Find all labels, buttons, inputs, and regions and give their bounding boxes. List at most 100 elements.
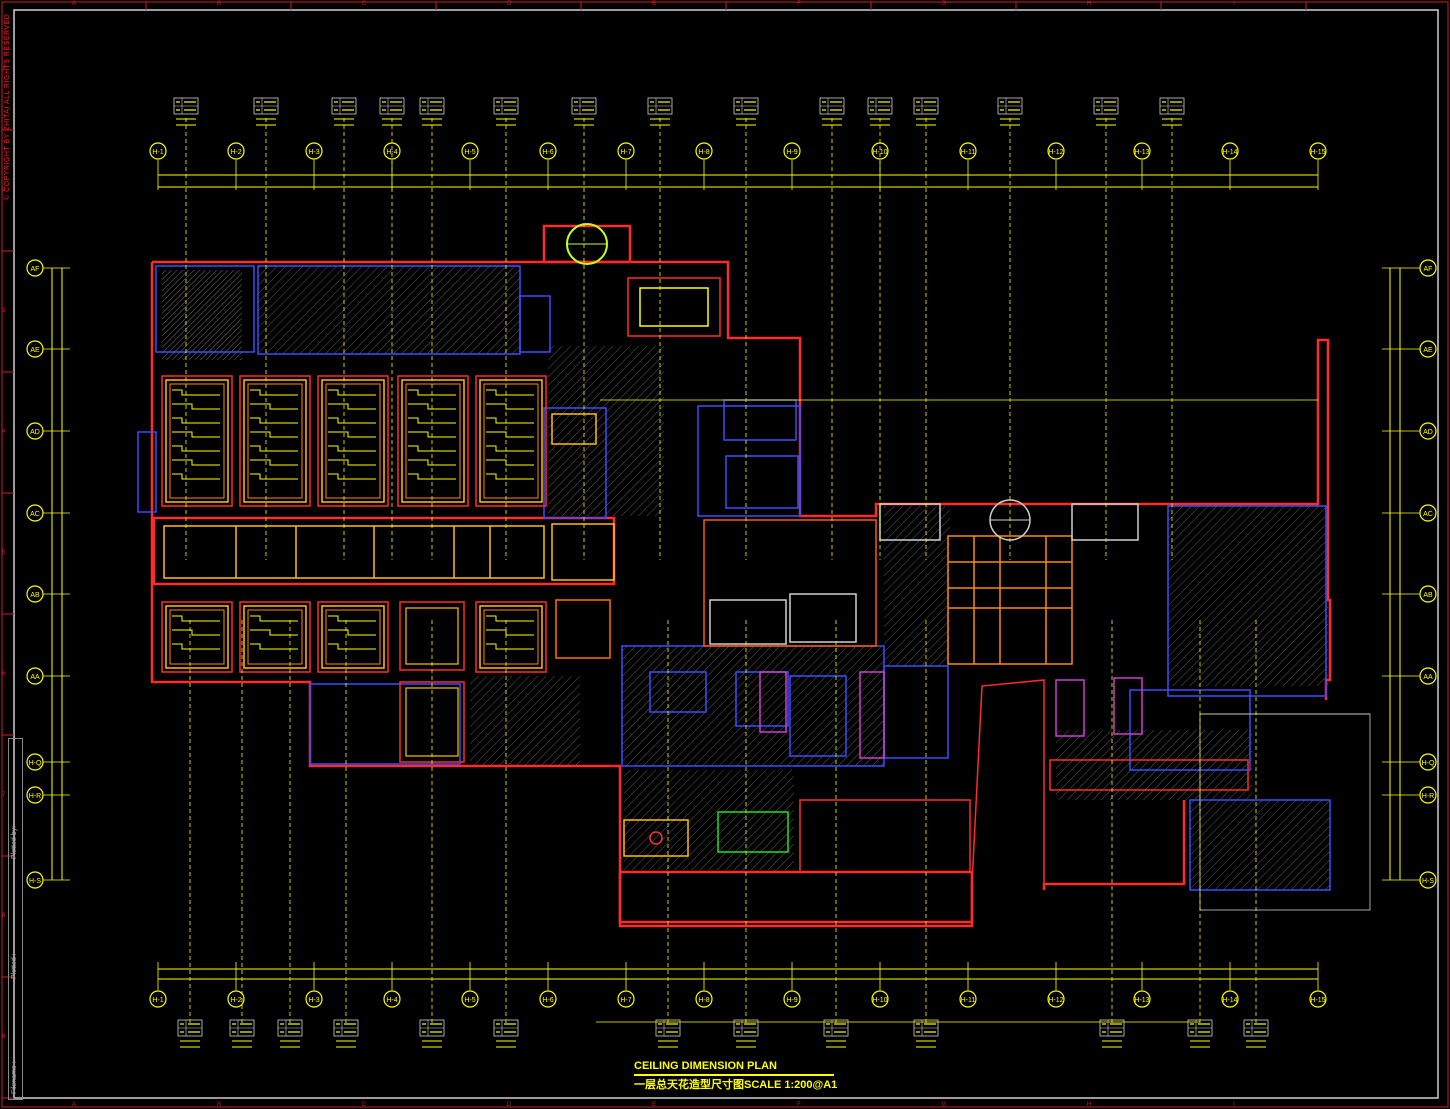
grid-bubble-h-14: H-14 <box>1221 990 1239 1008</box>
svg-text:AE: AE <box>30 347 40 354</box>
svg-text:H-12: H-12 <box>1048 149 1063 156</box>
frame-letter: G <box>942 1102 947 1108</box>
grid-bubble-aa: AA <box>1419 667 1437 685</box>
grid-bubble-h-14: H-14 <box>1221 142 1239 160</box>
grid-bubble-ad: AD <box>26 422 44 440</box>
ceiling-tag <box>493 1019 519 1048</box>
svg-text:H-3: H-3 <box>308 149 319 156</box>
grid-bubble-h-4: H-4 <box>383 142 401 160</box>
grid-bubble-h-s: H-S <box>26 871 44 889</box>
plotted-by-label: Plotted by: <box>11 825 18 859</box>
ceiling-tag <box>823 1019 849 1048</box>
ceiling-pod <box>397 375 469 507</box>
plan-title-block: CEILING DIMENSION PLAN 一层总天花造型尺寸图SCALE 1… <box>634 1060 837 1091</box>
frame-number: 2 <box>2 187 6 193</box>
svg-text:H-8: H-8 <box>698 997 709 1004</box>
grid-bubble-ad: AD <box>1419 422 1437 440</box>
ceiling-pod <box>317 601 389 673</box>
grid-bubble-h-13: H-13 <box>1133 142 1151 160</box>
frame-number: 6 <box>2 671 6 677</box>
ceiling-tag <box>913 97 939 126</box>
svg-text:H-10: H-10 <box>872 997 887 1004</box>
ceiling-tag <box>1093 97 1119 126</box>
grid-bubble-h-8: H-8 <box>695 990 713 1008</box>
svg-text:H-1: H-1 <box>152 149 163 156</box>
svg-text:H-Q: H-Q <box>1422 760 1435 767</box>
frame-letter: B <box>217 1 221 7</box>
svg-text:H-S: H-S <box>1422 878 1434 885</box>
frame-letter: I <box>1233 1102 1235 1108</box>
ceiling-tag <box>493 97 519 126</box>
frame-letter: C <box>362 1 367 7</box>
frame-number: 9 <box>2 1034 6 1040</box>
frame-letter: F <box>797 1102 801 1108</box>
grid-bubble-h-2: H-2 <box>227 142 245 160</box>
ceiling-modules-lower <box>161 601 547 763</box>
ceiling-tag <box>1187 1019 1213 1048</box>
grid-bubble-h-1: H-1 <box>149 990 167 1008</box>
ceiling-tag <box>1159 97 1185 126</box>
grid-bubble-h-1: H-1 <box>149 142 167 160</box>
ceiling-tag <box>331 97 357 126</box>
ceiling-pod <box>475 375 547 507</box>
grid-bubble-h-9: H-9 <box>783 990 801 1008</box>
svg-text:H-R: H-R <box>29 793 41 800</box>
grid-bubble-h-5: H-5 <box>461 142 479 160</box>
grid-bubble-h-8: H-8 <box>695 142 713 160</box>
svg-text:H-14: H-14 <box>1222 997 1237 1004</box>
plan-title-en: CEILING DIMENSION PLAN <box>634 1060 834 1076</box>
frame-letter: E <box>652 1 656 7</box>
ceiling-pod <box>317 375 389 507</box>
ceiling-tag <box>277 1019 303 1048</box>
grid-bubble-h-15: H-15 <box>1309 990 1327 1008</box>
grid-bubble-h-r: H-R <box>26 786 44 804</box>
ceiling-tag <box>1243 1019 1269 1048</box>
svg-text:H-13: H-13 <box>1134 149 1149 156</box>
ceiling-pod <box>161 375 233 507</box>
grid-bubble-h-s: H-S <box>1419 871 1437 889</box>
frame-letter: G <box>942 1 947 7</box>
filename-label: Filename : <box>11 1061 18 1094</box>
svg-text:H-2: H-2 <box>230 149 241 156</box>
grid-bubble-h-7: H-7 <box>617 142 635 160</box>
frame-letter: D <box>507 1 512 7</box>
ceiling-tag <box>1099 1019 1125 1048</box>
ceiling-tag <box>253 97 279 126</box>
svg-text:H-6: H-6 <box>542 997 553 1004</box>
grid-bubble-af: AF <box>26 259 44 277</box>
svg-text:AC: AC <box>1423 511 1433 518</box>
dimension-lines <box>51 174 1401 980</box>
grid-bubble-ac: AC <box>26 504 44 522</box>
frame-number: 8 <box>2 913 6 919</box>
hatched-areas <box>162 266 1330 890</box>
frame-number: 3 <box>2 308 6 314</box>
svg-text:H-7: H-7 <box>620 997 631 1004</box>
grid-bubble-h-r: H-R <box>1419 786 1437 804</box>
svg-text:H-R: H-R <box>1422 793 1434 800</box>
grid-bubble-h-10: H-10 <box>871 990 889 1008</box>
grid-bubble-h-9: H-9 <box>783 142 801 160</box>
grid-bubble-h-2: H-2 <box>227 990 245 1008</box>
plot-info-box: Plotted by: Plotted : Filename : <box>8 738 23 1100</box>
grid-bubble-h-11: H-11 <box>959 990 977 1008</box>
grid-bubble-h-5: H-5 <box>461 990 479 1008</box>
grid-bubble-h-6: H-6 <box>539 142 557 160</box>
grid-bubble-ac: AC <box>1419 504 1437 522</box>
svg-text:H-5: H-5 <box>464 149 475 156</box>
ceiling-tag <box>913 1019 939 1048</box>
svg-text:AE: AE <box>1423 347 1433 354</box>
svg-text:H-9: H-9 <box>786 997 797 1004</box>
ceiling-tag <box>419 97 445 126</box>
ceiling-tag <box>177 1019 203 1048</box>
revolving-doors <box>566 223 1031 845</box>
ceiling-tag <box>733 97 759 126</box>
frame-number: 7 <box>2 792 6 798</box>
svg-text:H-1: H-1 <box>152 997 163 1004</box>
svg-text:AB: AB <box>1423 592 1433 599</box>
frame-letter: A <box>72 1 76 7</box>
grid-bubble-ae: AE <box>26 340 44 358</box>
